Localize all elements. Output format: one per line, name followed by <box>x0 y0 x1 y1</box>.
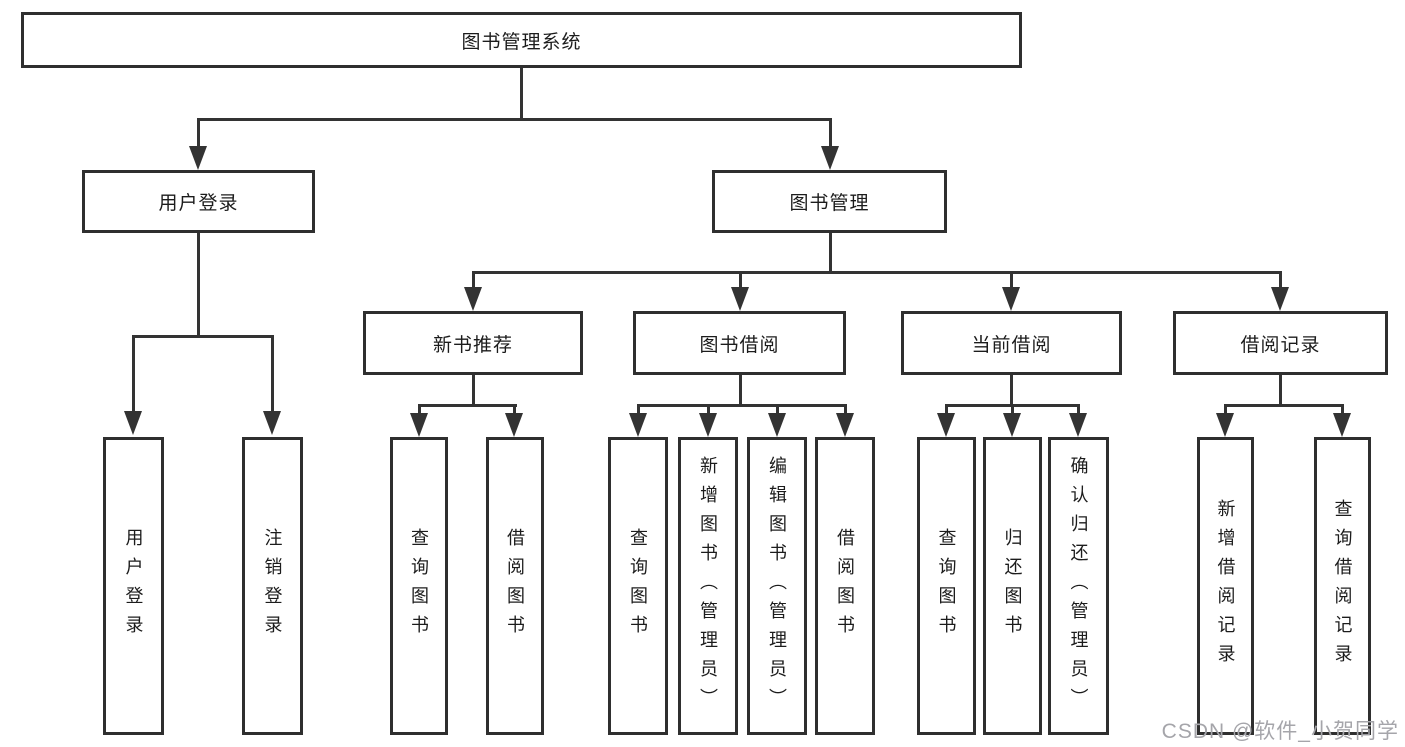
csdn-watermark: CSDN @软件_小贺同学 <box>1161 720 1399 743</box>
connector-line <box>1076 404 1080 416</box>
node-root: 图书管理系统 <box>21 12 1022 68</box>
leaf-query-borrow-record-label: 查询借阅记录 <box>1332 499 1353 673</box>
leaf-borrow-books: 借阅图书 <box>815 437 875 735</box>
connector-line <box>1223 404 1227 416</box>
connector-line <box>775 404 779 416</box>
leaf-return-books-label: 归还图书 <box>1002 528 1023 644</box>
arrow-down-icon <box>464 287 482 311</box>
arrow-down-icon <box>821 146 839 170</box>
leaf-query-books-recommend-label: 查询图书 <box>409 528 429 644</box>
leaf-query-borrow-record: 查询借阅记录 <box>1314 437 1371 735</box>
node-user-login-label: 用户登录 <box>158 193 239 214</box>
connector-line <box>1009 271 1013 289</box>
node-borrow-records: 借阅记录 <box>1173 311 1388 375</box>
connector-line <box>196 118 200 148</box>
connector-line <box>519 68 523 121</box>
node-borrow-records-label: 借阅记录 <box>1240 334 1321 356</box>
node-book-borrow: 图书借阅 <box>633 311 846 375</box>
connector-line <box>270 335 274 413</box>
leaf-borrow-books-recommend: 借阅图书 <box>486 437 544 735</box>
connector-line <box>471 271 475 289</box>
leaf-query-books-borrow-label: 查询图书 <box>628 528 648 644</box>
connector-line <box>843 404 847 416</box>
arrow-down-icon <box>836 413 854 437</box>
node-new-book-recommend: 新书推荐 <box>363 311 583 375</box>
leaf-edit-books-admin-label: 编辑图书（管理员） <box>767 455 787 717</box>
arrow-down-icon <box>263 411 281 435</box>
arrow-down-icon <box>629 413 647 437</box>
connector-line <box>944 404 948 416</box>
arrow-down-icon <box>189 146 207 170</box>
connector-line <box>512 404 516 416</box>
leaf-query-books-recommend: 查询图书 <box>390 437 448 735</box>
node-current-borrow: 当前借阅 <box>901 311 1122 375</box>
leaf-borrow-books-label: 借阅图书 <box>835 528 855 644</box>
connector-line <box>1010 404 1014 416</box>
arrow-down-icon <box>1216 413 1234 437</box>
arrow-down-icon <box>1003 413 1021 437</box>
connector-line <box>738 375 742 407</box>
leaf-edit-books-admin: 编辑图书（管理员） <box>747 437 807 735</box>
connector-line <box>196 118 832 121</box>
leaf-add-borrow-record: 新增借阅记录 <box>1197 437 1254 735</box>
leaf-logout-label: 注销登录 <box>262 528 283 644</box>
arrow-down-icon <box>1271 287 1289 311</box>
arrow-down-icon <box>731 287 749 311</box>
leaf-borrow-books-recommend-label: 借阅图书 <box>505 528 525 644</box>
connector-line <box>417 404 517 407</box>
leaf-add-borrow-record-label: 新增借阅记录 <box>1215 499 1236 673</box>
arrow-down-icon <box>768 413 786 437</box>
connector-line <box>471 271 1282 274</box>
node-book-borrow-label: 图书借阅 <box>699 334 780 356</box>
node-current-borrow-label: 当前借阅 <box>971 334 1052 356</box>
leaf-user-login: 用户登录 <box>103 437 164 735</box>
leaf-user-login-label: 用户登录 <box>123 528 144 644</box>
connector-line <box>1009 375 1013 407</box>
connector-line <box>196 233 200 338</box>
connector-line <box>1278 271 1282 289</box>
arrow-down-icon <box>699 413 717 437</box>
node-user-login: 用户登录 <box>82 170 315 233</box>
connector-line <box>636 404 640 416</box>
node-book-management-label: 图书管理 <box>789 193 870 214</box>
arrow-down-icon <box>1069 413 1087 437</box>
leaf-confirm-return-admin: 确认归还（管理员） <box>1048 437 1109 735</box>
node-new-book-recommend-label: 新书推荐 <box>432 334 513 356</box>
leaf-query-books-current-label: 查询图书 <box>936 528 957 644</box>
connector-line <box>471 375 475 407</box>
leaf-query-books-borrow: 查询图书 <box>608 437 668 735</box>
connector-line <box>828 118 832 148</box>
connector-line <box>1223 404 1344 407</box>
leaf-return-books: 归还图书 <box>983 437 1042 735</box>
connector-line <box>1340 404 1344 416</box>
leaf-add-books-admin: 新增图书（管理员） <box>678 437 738 735</box>
connector-line <box>706 404 710 416</box>
connector-line <box>417 404 421 416</box>
connector-line <box>738 271 742 289</box>
connector-line <box>1278 375 1282 407</box>
leaf-logout: 注销登录 <box>242 437 303 735</box>
node-root-label: 图书管理系统 <box>461 31 582 53</box>
arrow-down-icon <box>410 413 428 437</box>
arrow-down-icon <box>124 411 142 435</box>
connector-line <box>828 233 832 274</box>
arrow-down-icon <box>937 413 955 437</box>
arrow-down-icon <box>505 413 523 437</box>
leaf-query-books-current: 查询图书 <box>917 437 976 735</box>
connector-line <box>131 335 135 413</box>
arrow-down-icon <box>1002 287 1020 311</box>
leaf-confirm-return-admin-label: 确认归还（管理员） <box>1068 455 1089 717</box>
connector-line <box>636 404 847 407</box>
leaf-add-books-admin-label: 新增图书（管理员） <box>698 455 718 717</box>
node-book-management: 图书管理 <box>712 170 947 233</box>
arrow-down-icon <box>1333 413 1351 437</box>
connector-line <box>131 335 274 338</box>
